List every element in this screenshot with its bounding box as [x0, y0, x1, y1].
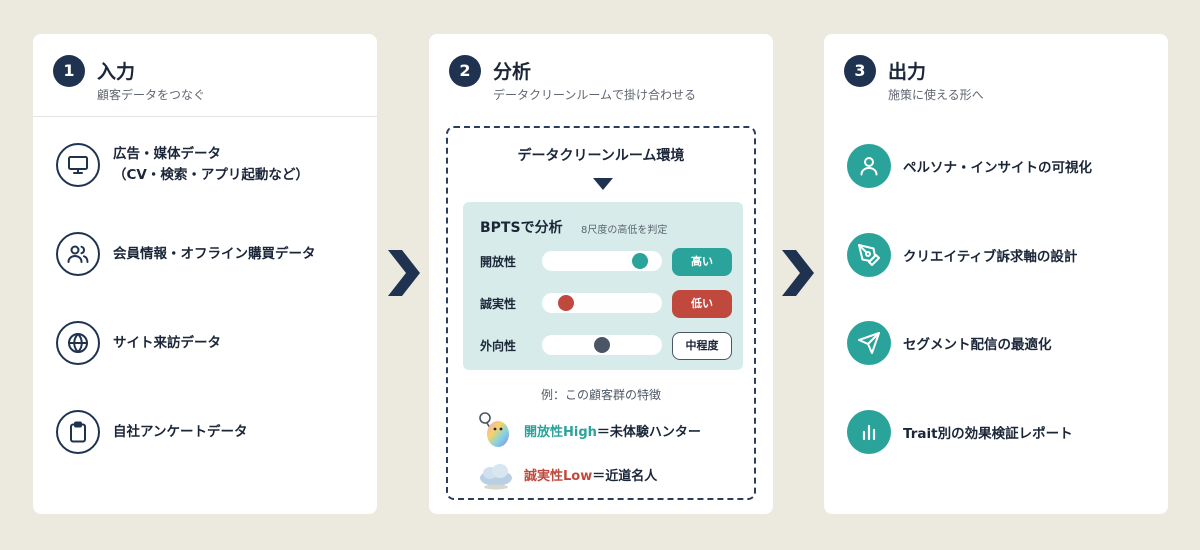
input-item-label: 広告・媒体データ （CV・検索・アプリ起動など）: [113, 144, 309, 186]
pen-nib-icon: [847, 233, 891, 277]
level-badge: 低い: [672, 290, 732, 318]
level-badge: 高い: [672, 248, 732, 276]
chevron-right-icon: [782, 250, 814, 296]
input-item-ad-data: 広告・媒体データ （CV・検索・アプリ起動など）: [56, 143, 309, 187]
down-arrow-icon: [593, 178, 613, 190]
input-item-label: サイト来訪データ: [113, 334, 221, 351]
input-item-line1: 広告・媒体データ: [113, 146, 221, 162]
input-item-label: 自社アンケートデータ: [113, 423, 248, 440]
output-item-report: Trait別の効果検証レポート: [847, 410, 1073, 454]
trait-slider: [542, 293, 662, 313]
example-row: 誠実性Low＝近道名人: [476, 454, 657, 494]
slider-knob: [558, 295, 574, 311]
example-text: 誠実性Low＝近道名人: [524, 465, 657, 484]
users-icon: [56, 232, 100, 276]
person-icon: [847, 144, 891, 188]
trait-name: 開放性: [480, 255, 517, 269]
input-subtitle: 顧客データをつなぐ: [97, 88, 206, 102]
environment-title: データクリーンルーム環境: [517, 148, 685, 164]
output-item-segment: セグメント配信の最適化: [847, 321, 1052, 365]
input-item-member-data: 会員情報・オフライン購買データ: [56, 232, 316, 276]
bpts-subtitle: 8尺度の高低を判定: [581, 225, 668, 236]
analysis-title: 分析: [493, 61, 532, 83]
input-item-site-visit: サイト来訪データ: [56, 321, 221, 365]
example-value: ＝近道名人: [592, 468, 658, 484]
output-card: 3 出力 施策に使える形へ ペルソナ・インサイトの可視化 クリエイティブ訴求軸の…: [824, 34, 1168, 514]
bpts-title: BPTSで分析: [480, 220, 563, 236]
trait-name: 外向性: [480, 339, 517, 353]
trait-name: 誠実性: [480, 297, 517, 311]
output-item-creative: クリエイティブ訴求軸の設計: [847, 233, 1077, 277]
trait-slider: [542, 335, 662, 355]
output-title: 出力: [888, 61, 927, 83]
input-card: 1 入力 顧客データをつなぐ 広告・媒体データ （CV・検索・アプリ起動など） …: [33, 34, 377, 514]
chevron-right-icon: [388, 250, 420, 296]
output-item-label: Trait別の効果検証レポート: [903, 426, 1073, 442]
input-item-line2: （CV・検索・アプリ起動など）: [113, 167, 309, 183]
trait-slider: [542, 251, 662, 271]
example-key: 開放性High: [524, 424, 597, 440]
example-text: 開放性High＝未体験ハンター: [524, 421, 701, 440]
output-item-persona: ペルソナ・インサイトの可視化: [847, 144, 1092, 188]
input-title: 入力: [97, 61, 136, 83]
example-row: 開放性High＝未体験ハンター: [476, 410, 701, 450]
step-number-1: 1: [53, 55, 85, 87]
level-badge: 中程度: [672, 332, 732, 360]
clean-room-environment: データクリーンルーム環境 BPTSで分析 8尺度の高低を判定 開放性 高い 誠実…: [446, 126, 756, 500]
trait-row-extraversion: 外向性 中程度: [480, 332, 735, 360]
input-item-label: 会員情報・オフライン購買データ: [113, 245, 316, 262]
monitor-icon: [56, 143, 100, 187]
output-item-label: セグメント配信の最適化: [903, 337, 1052, 353]
analysis-card: 2 分析 データクリーンルームで掛け合わせる データクリーンルーム環境 BPTS…: [429, 34, 773, 514]
trait-row-openness: 開放性 高い: [480, 248, 735, 276]
example-key: 誠実性Low: [524, 468, 593, 484]
globe-icon: [56, 321, 100, 365]
output-item-label: クリエイティブ訴求軸の設計: [903, 249, 1078, 265]
bpts-panel: BPTSで分析 8尺度の高低を判定 開放性 高い 誠実性 低い 外向性: [463, 202, 743, 370]
bar-chart-icon: [847, 410, 891, 454]
cloud-character-icon: [480, 464, 512, 490]
example-value: ＝未体験ハンター: [596, 424, 701, 440]
output-item-label: ペルソナ・インサイトの可視化: [903, 160, 1092, 176]
input-item-survey: 自社アンケートデータ: [56, 410, 247, 454]
paper-plane-icon: [847, 321, 891, 365]
trait-row-conscientiousness: 誠実性 低い: [480, 290, 735, 318]
step-number-3: 3: [844, 55, 876, 87]
slider-knob: [632, 253, 649, 269]
analysis-subtitle: データクリーンルームで掛け合わせる: [493, 88, 697, 102]
output-subtitle: 施策に使える形へ: [888, 88, 984, 102]
step-number-2: 2: [449, 55, 481, 87]
example-heading: 例：この顧客群の特徴: [540, 388, 661, 402]
slider-knob: [594, 337, 610, 353]
divider: [33, 116, 377, 117]
clipboard-icon: [56, 410, 100, 454]
explorer-character-icon: [479, 412, 509, 447]
